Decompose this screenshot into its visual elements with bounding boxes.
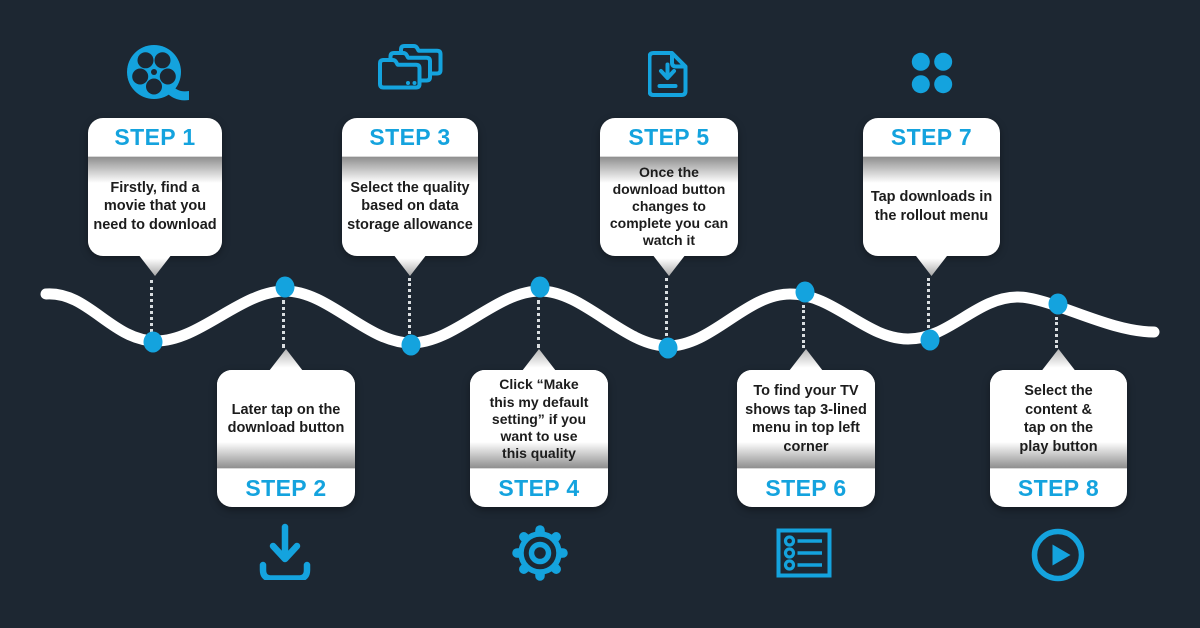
folders-icon <box>378 44 444 102</box>
step-3-text: Select the quality based on data storage… <box>347 179 473 233</box>
connector-dotted-line <box>537 300 540 348</box>
timeline-dot <box>658 337 678 359</box>
connector-dotted-line <box>1055 317 1058 348</box>
step-6-text: To find your TV shows tap 3-lined menu i… <box>745 383 867 455</box>
connector-dotted-line <box>927 278 930 328</box>
step-4-text: Click “Make this my default setting” if … <box>489 376 589 461</box>
step-card-1: STEP 1 Firstly, find a movie that you ne… <box>88 118 222 276</box>
step-2-text: Later tap on the download button <box>227 401 345 437</box>
connector-dotted-line <box>282 300 285 348</box>
step-8-text: Select the content & tap on the play but… <box>1019 383 1098 455</box>
step-4-title: STEP 4 <box>498 474 580 501</box>
step-7-text: Tap downloads in the rollout menu <box>870 189 993 224</box>
step-card-2: STEP 2 Later tap on the download button <box>217 349 355 507</box>
connector-dotted-line <box>150 280 153 332</box>
step-5-title: STEP 5 <box>628 123 710 150</box>
timeline-dot <box>1048 293 1068 315</box>
four-dots-icon <box>910 51 954 95</box>
connector-dotted-line <box>408 278 411 334</box>
step-card-8: STEP 8 Select the content & tap on the p… <box>990 349 1127 507</box>
step-1-text: Firstly, find a movie that you need to d… <box>93 179 217 233</box>
timeline-dot <box>401 334 421 356</box>
timeline-dot <box>275 276 295 298</box>
connector-dotted-line <box>802 305 805 348</box>
step-6-title: STEP 6 <box>765 474 847 501</box>
wave-path <box>40 285 1160 352</box>
timeline-dot <box>143 331 163 353</box>
download-tray-icon <box>259 522 311 580</box>
step-2-title: STEP 2 <box>245 474 327 501</box>
gear-icon <box>511 524 569 582</box>
timeline-dot <box>795 281 815 303</box>
step-8-title: STEP 8 <box>1017 474 1100 501</box>
timeline-dot <box>530 276 550 298</box>
list-menu-icon <box>776 528 832 578</box>
play-button-icon <box>1031 528 1085 582</box>
step-card-7: STEP 7 Tap downloads in the rollout menu <box>863 118 1000 276</box>
film-reel-icon <box>122 40 192 106</box>
step-1-title: STEP 1 <box>114 123 196 150</box>
step-card-6: STEP 6 To find your TV shows tap 3-lined… <box>737 349 875 507</box>
connector-dotted-line <box>665 278 668 336</box>
step-card-5: STEP 5 Once the download button changes … <box>600 118 738 276</box>
step-7-title: STEP 7 <box>890 123 973 150</box>
document-download-icon <box>648 51 688 97</box>
step-card-4: STEP 4 Click “Make this my default setti… <box>470 349 608 507</box>
timeline-dot <box>920 329 940 351</box>
step-3-title: STEP 3 <box>369 123 451 150</box>
step-5-text: Once the download button changes to comp… <box>609 163 729 249</box>
step-card-3: STEP 3 Select the quality based on data … <box>342 118 478 276</box>
